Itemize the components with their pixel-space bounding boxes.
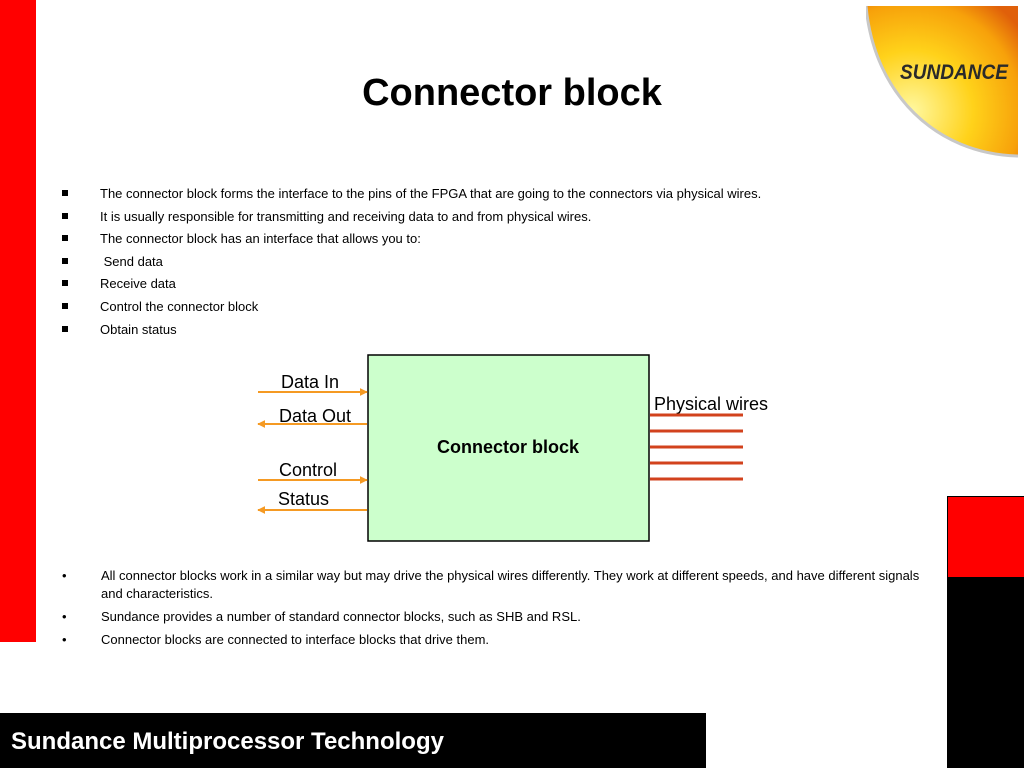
list-item: •All connector blocks work in a similar … xyxy=(62,568,920,601)
list-item: Control the connector block xyxy=(60,298,761,321)
list-item: Receive data xyxy=(60,275,761,298)
square-bullet-icon xyxy=(62,325,68,332)
physical-wires-group xyxy=(650,413,743,481)
left-accent-bar xyxy=(0,0,36,642)
sundance-logo: SUNDANCE xyxy=(866,5,1018,158)
dot-bullet-icon: • xyxy=(62,568,67,583)
footer-bar: Sundance Multiprocessor Technology xyxy=(0,713,706,768)
data-out-label: Data Out xyxy=(279,406,351,426)
physical-wires-label: Physical wires xyxy=(654,394,768,414)
right-red-block xyxy=(947,496,1024,577)
list-item: It is usually responsible for transmitti… xyxy=(60,208,761,231)
square-bullet-icon xyxy=(62,257,68,264)
dot-bullet-icon: • xyxy=(62,609,67,624)
square-bullet-icon xyxy=(62,212,68,219)
list-item: The connector block forms the interface … xyxy=(60,185,761,208)
square-bullet-icon xyxy=(62,190,68,196)
list-item: •Connector blocks are connected to inter… xyxy=(62,632,490,647)
list-item: Send data xyxy=(60,253,761,276)
list-item: •Sundance provides a number of standard … xyxy=(62,609,581,624)
right-black-block xyxy=(947,577,1024,768)
dot-bullet-icon: • xyxy=(62,632,67,647)
connector-block-box xyxy=(367,354,650,542)
connector-block-label: Connector block xyxy=(437,437,580,457)
list-item: The connector block has an interface tha… xyxy=(60,230,761,253)
square-bullet-icon xyxy=(62,235,68,242)
data-in-label: Data In xyxy=(281,372,339,392)
bottom-bullet-list: •All connector blocks work in a similar … xyxy=(60,567,920,654)
square-bullet-icon xyxy=(62,302,68,309)
control-label: Control xyxy=(279,460,337,480)
list-item: Obtain status xyxy=(60,321,761,344)
square-bullet-icon xyxy=(62,280,68,287)
footer-text: Sundance Multiprocessor Technology xyxy=(11,728,444,755)
status-label: Status xyxy=(278,489,329,509)
top-bullet-list: The connector block forms the interface … xyxy=(60,185,761,343)
logo-text: SUNDANCE xyxy=(900,61,1009,84)
slide-title: Connector block xyxy=(362,72,662,114)
